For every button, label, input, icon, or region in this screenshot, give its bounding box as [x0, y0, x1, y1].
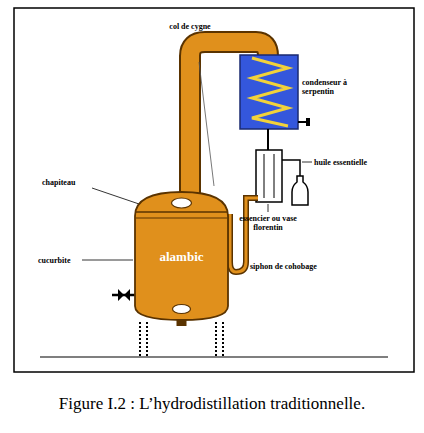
siphon [230, 198, 258, 272]
part-label: huile essentielle [314, 158, 394, 167]
essencier-tube [264, 154, 265, 198]
drain-valve [118, 289, 130, 301]
essencier-tube [274, 154, 275, 198]
wire [199, 62, 214, 186]
frame [14, 8, 414, 372]
distillate-pipe [267, 129, 269, 150]
alambic-body: alambic [133, 184, 230, 326]
oil-flask [292, 176, 308, 205]
essencier-vessel [256, 150, 282, 202]
coil [252, 58, 288, 126]
part-label: cucurbite [38, 256, 88, 265]
legs [140, 322, 223, 356]
part-label: chapiteau [42, 178, 102, 187]
condenser [240, 55, 298, 129]
part-label: condenseur à serpentin [302, 78, 372, 96]
part-label: essencier ou vase florentin [236, 214, 300, 232]
part-label: col de cygne [150, 22, 230, 31]
tap [306, 118, 310, 126]
node-text: alambic [159, 249, 203, 265]
ground-line [40, 356, 388, 357]
part-label: siphon de cohobage [250, 262, 340, 271]
siphon-outline [230, 198, 258, 272]
figure-caption: Figure I.2 : L’hydrodistillation traditi… [0, 394, 424, 414]
